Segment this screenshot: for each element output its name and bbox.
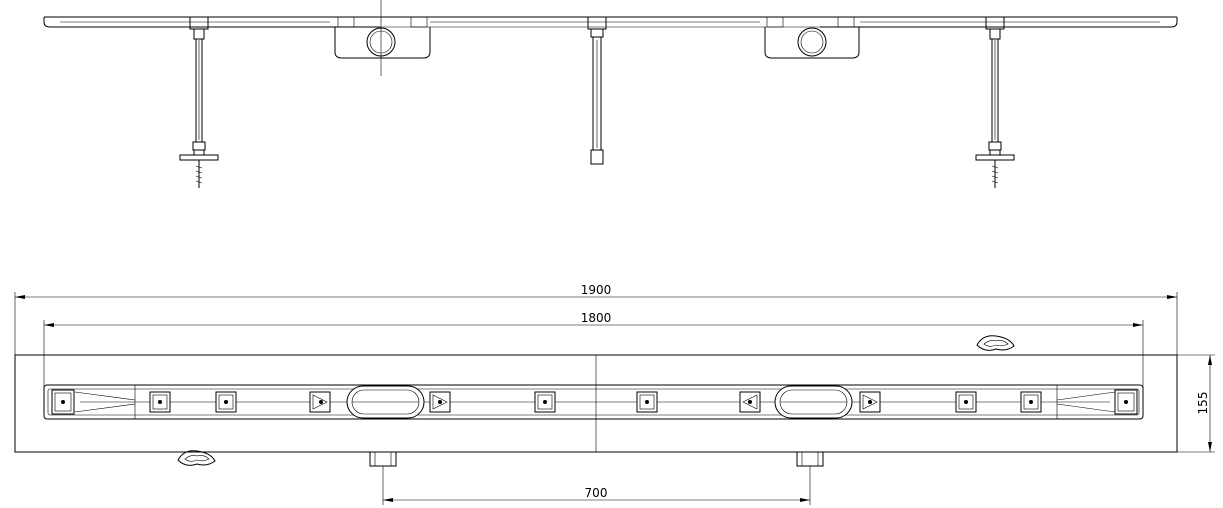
- dimension-label-155: 155: [1196, 392, 1210, 415]
- middle-support: [587, 16, 607, 165]
- grate-clips: [149, 391, 1042, 413]
- grate-clip: [215, 391, 237, 413]
- elevation-view: [43, 0, 1178, 188]
- lifting-hook-top: [976, 335, 1015, 351]
- plan-view: 1900 1800 155: [14, 283, 1215, 505]
- leveling-foot-left: [179, 16, 219, 188]
- grate-clip: [739, 391, 761, 413]
- dimension-label-1900: 1900: [581, 283, 612, 297]
- dimension-label-700: 700: [585, 486, 608, 500]
- dimension-700: 700: [382, 466, 811, 505]
- grate-plate-profile: [43, 16, 1178, 28]
- outlet-box-1: [334, 0, 431, 76]
- grate-clip: [636, 391, 658, 413]
- grate-clip: [955, 391, 977, 413]
- grate-clip: [429, 391, 451, 413]
- outlet-opening-2: [774, 385, 853, 419]
- drain-channel: [43, 384, 1144, 420]
- leveling-foot-right: [975, 16, 1015, 188]
- dimension-155: 155: [1177, 354, 1215, 453]
- grate-clip: [534, 391, 556, 413]
- grate-clip: [1020, 391, 1042, 413]
- dimension-label-1800: 1800: [581, 311, 612, 325]
- grate-clip: [309, 391, 331, 413]
- lifting-hook-bottom: [177, 450, 216, 466]
- outlet-box-2: [764, 16, 860, 59]
- grate-clip: [149, 391, 171, 413]
- outlet-spigot-1: [369, 451, 397, 467]
- grate-clip: [859, 391, 881, 413]
- outlet-opening-1: [346, 385, 425, 419]
- end-cap-left: [51, 389, 75, 415]
- outlet-spigot-2: [796, 451, 824, 467]
- end-cap-right: [1114, 389, 1138, 415]
- dimension-1800: 1800: [43, 311, 1144, 390]
- dimension-1900: 1900: [14, 283, 1178, 355]
